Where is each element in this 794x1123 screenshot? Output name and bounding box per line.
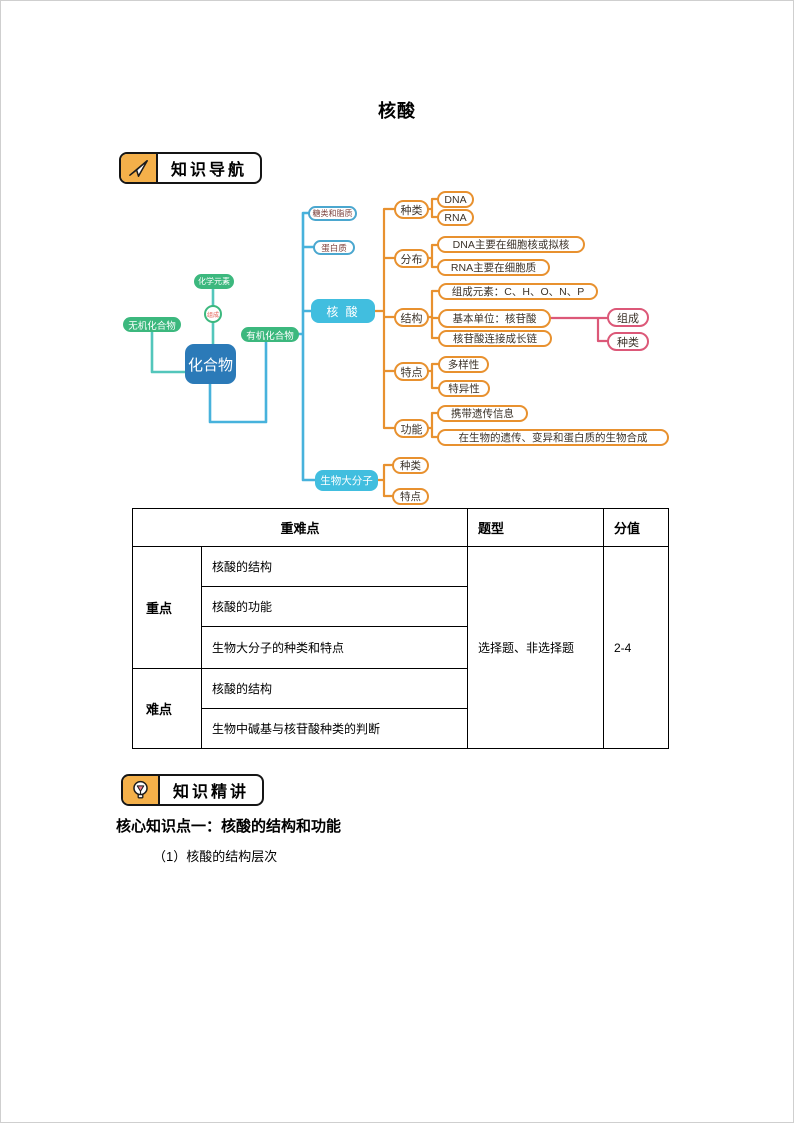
leaf-basic-unit: 基本单位：核苷酸 (438, 309, 551, 328)
knowledge-lecture-badge: 知识精讲 (121, 774, 265, 806)
node-sugar-lipid: 糖类和脂质 (308, 206, 357, 221)
leaf-diversity: 多样性 (438, 356, 489, 373)
paper-plane-icon (121, 154, 158, 182)
group-label-important: 重点 (132, 546, 202, 669)
leaf-nucleotide-compose: 组成 (607, 308, 649, 327)
leaf-specificity: 特异性 (438, 380, 490, 397)
group-label-difficult: 难点 (132, 668, 202, 749)
leaf-rna: RNA (437, 209, 474, 226)
branch-kind: 种类 (394, 200, 429, 219)
node-organic-compound: 有机化合物 (241, 327, 299, 342)
leaf-genetic-info: 携带遗传信息 (437, 405, 528, 422)
table-row: 生物大分子的种类和特点 (133, 626, 669, 669)
node-compose-circle: 组成 (204, 305, 222, 323)
table-cell: 核酸的结构 (201, 668, 468, 709)
node-compound-root: 化合物 (185, 344, 236, 384)
score-value: 2-4 (603, 546, 669, 749)
leaf-macro-kind: 种类 (392, 457, 429, 474)
table-cell: 核酸的结构 (201, 546, 468, 587)
core-point-heading: 核心知识点一：核酸的结构和功能 (116, 818, 342, 835)
node-inorganic-compound: 无机化合物 (123, 317, 181, 332)
leaf-nucleotide-chain: 核苷酸连接成长链 (438, 330, 552, 347)
table-row: 难点 核酸的结构 (132, 668, 669, 749)
node-protein: 蛋白质 (313, 240, 355, 255)
leaf-dna: DNA (437, 191, 474, 208)
node-chem-elements: 化学元素 (194, 274, 234, 289)
header-score: 分值 (603, 508, 669, 547)
table-header-row: 重难点 题型 分值 (132, 508, 669, 547)
header-key-points: 重难点 (132, 508, 468, 547)
branch-features: 特点 (394, 362, 429, 381)
knowledge-nav-badge: 知识导航 (119, 152, 263, 184)
table-row: 生物中碱基与核苷酸种类的判断 (133, 708, 669, 749)
lightbulb-icon (123, 776, 160, 804)
knowledge-lecture-label: 知识精讲 (173, 784, 250, 801)
knowledge-nav-label: 知识导航 (171, 162, 248, 179)
leaf-dna-location: DNA主要在细胞核或拟核 (437, 236, 585, 253)
branch-distribution: 分布 (394, 249, 429, 268)
leaf-function-detail: 在生物的遗传、变异和蛋白质的生物合成 (437, 429, 669, 446)
leaf-nucleotide-kind: 种类 (607, 332, 649, 351)
table-cell: 核酸的功能 (201, 586, 468, 627)
question-type-value: 选择题、非选择题 (467, 546, 604, 749)
leaf-rna-location: RNA主要在细胞质 (437, 259, 550, 276)
page-title: 核酸 (378, 101, 416, 121)
branch-functions: 功能 (394, 419, 429, 438)
table-cell: 生物中碱基与核苷酸种类的判断 (201, 708, 468, 749)
leaf-elements: 组成元素：C、H、O、N、P (438, 283, 598, 300)
branch-structure: 结构 (394, 308, 429, 327)
node-macromolecule: 生物大分子 (315, 470, 378, 491)
node-nucleic-acid: 核 酸 (311, 299, 375, 323)
table-cell: 生物大分子的种类和特点 (201, 626, 468, 669)
sub-heading: （1）核酸的结构层次 (153, 849, 278, 864)
table-row: 重点 核酸的结构 选择题、非选择题 2-4 (132, 546, 669, 749)
header-question-type: 题型 (467, 508, 604, 547)
key-points-table: 重难点 题型 分值 重点 核酸的结构 选择题、非选择题 2-4 核酸的功能 生物… (132, 508, 669, 749)
leaf-macro-feature: 特点 (392, 488, 429, 505)
